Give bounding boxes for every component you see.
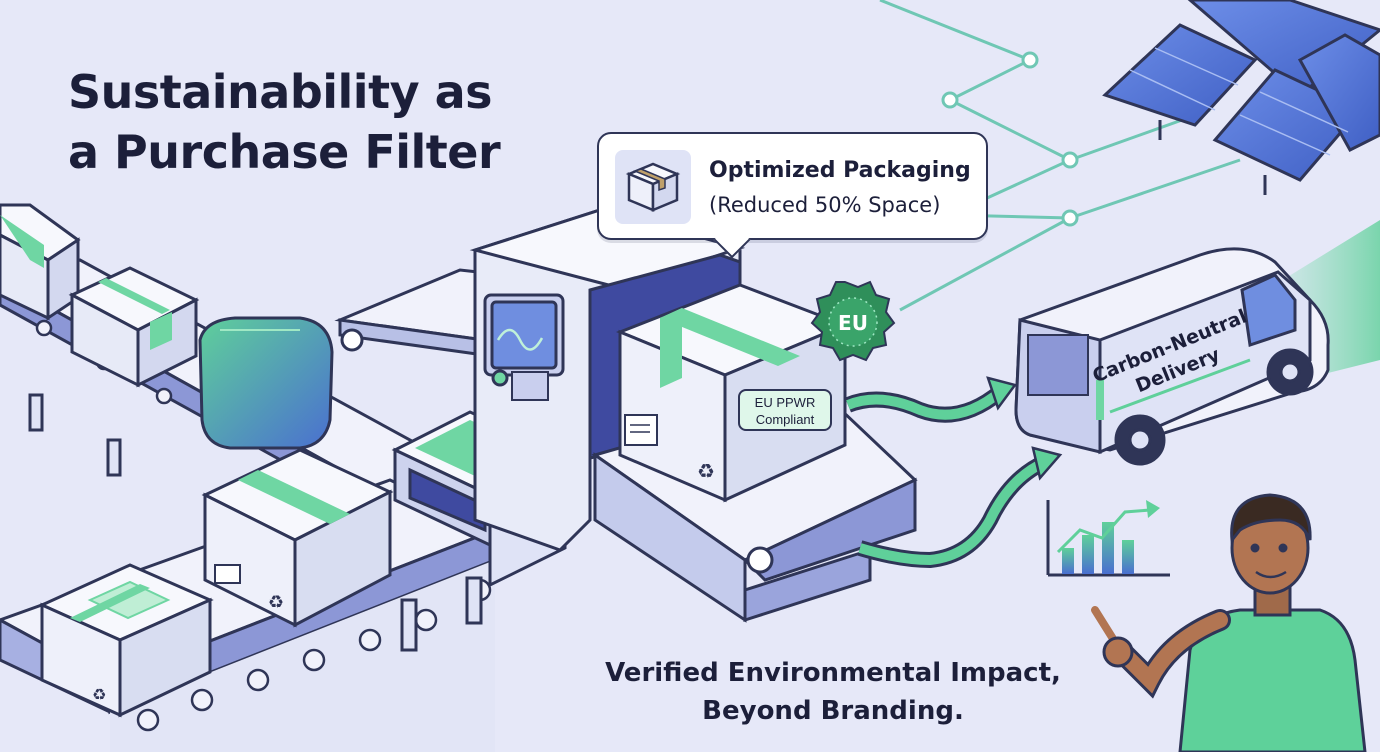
eu-seal: EU	[810, 280, 896, 362]
network-nodes	[941, 51, 1079, 227]
recycle-icon-front: ♻	[92, 685, 106, 704]
page-title: Sustainability as a Purchase Filter	[68, 62, 501, 182]
delivery-van	[1014, 247, 1330, 466]
eu-seal-text: EU	[838, 311, 868, 335]
conveyor-lower-legs	[400, 576, 483, 652]
flow-arrowheads	[986, 376, 1063, 481]
tagline: Verified Environmental Impact, Beyond Br…	[580, 654, 1086, 730]
compliance-label-line2: Compliant	[756, 412, 815, 427]
recycle-icon: ♻	[697, 459, 715, 483]
conveyor-upper-legs	[28, 393, 122, 477]
box-lower-1	[201, 448, 394, 628]
box-lower-2	[38, 563, 214, 718]
title-line-2: a Purchase Filter	[68, 125, 501, 179]
compliance-label-line1: EU PPWR	[755, 395, 816, 410]
package-icon-graphic	[625, 162, 681, 212]
solar-grid-lines	[1129, 47, 1349, 156]
flow-arrows-fill	[846, 388, 1048, 565]
tagline-line-2: Beyond Branding.	[702, 696, 964, 726]
compliance-label: EU PPWR Compliant	[738, 389, 832, 431]
callout-text: Optimized Packaging (Reduced 50% Space)	[709, 154, 971, 222]
packaging-callout: Optimized Packaging (Reduced 50% Space)	[597, 132, 988, 259]
growth-chart-icon	[1046, 500, 1170, 577]
callout-subtitle: (Reduced 50% Space)	[709, 193, 941, 217]
tagline-line-1: Verified Environmental Impact,	[605, 658, 1061, 688]
recycle-icon-lower: ♻	[268, 592, 284, 613]
person-pointing	[1091, 493, 1367, 752]
box-upper-2	[68, 266, 200, 388]
solar-panels	[1102, 0, 1380, 195]
title-line-1: Sustainability as	[68, 65, 493, 119]
callout-title: Optimized Packaging	[709, 158, 971, 183]
package-icon	[615, 150, 691, 224]
box-upper-1	[0, 203, 81, 321]
packing-robot	[198, 316, 334, 450]
